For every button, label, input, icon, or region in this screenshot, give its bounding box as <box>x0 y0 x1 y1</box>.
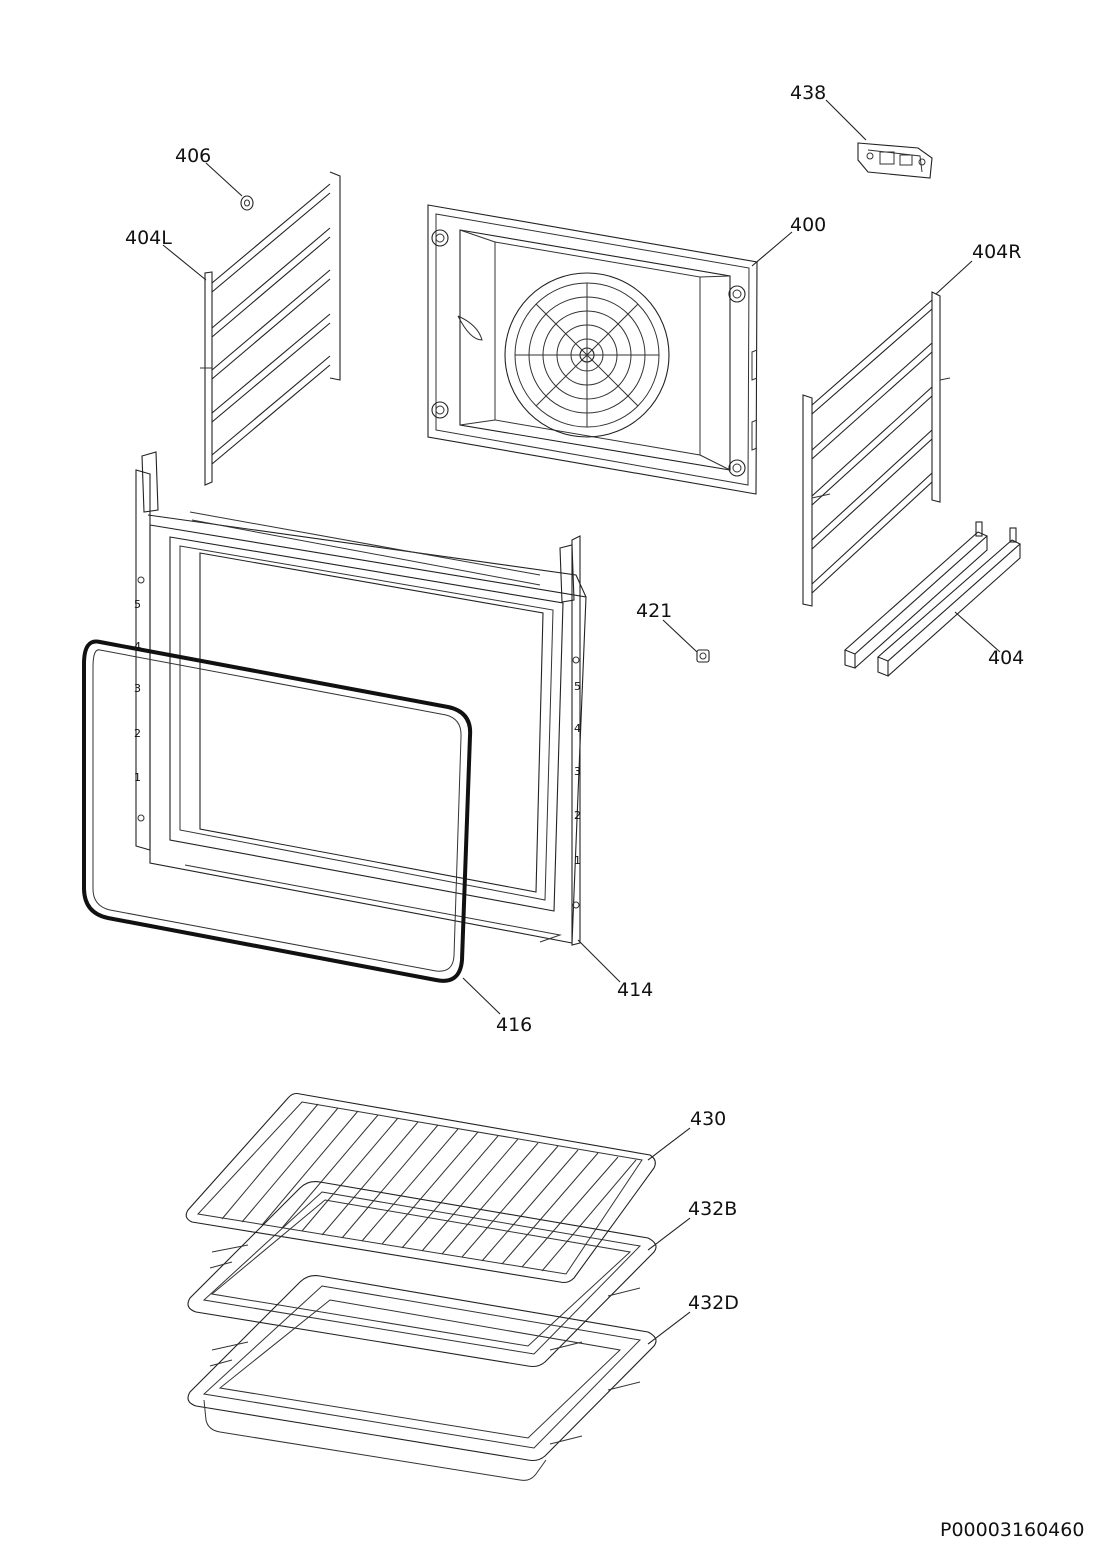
scale-left-4: 4 <box>134 640 141 653</box>
scale-left-1: 1 <box>134 771 141 784</box>
part-400-back-panel <box>427 204 758 495</box>
label-406: 406 <box>175 145 211 167</box>
shelf-bars <box>221 1103 637 1272</box>
leader-414 <box>577 939 621 983</box>
leader-404R <box>935 260 973 295</box>
part-430-wire-shelf <box>185 1092 656 1284</box>
label-414: 414 <box>617 979 653 1001</box>
part-404L-left-shelf-support <box>200 171 341 486</box>
part-421-screw <box>696 649 710 663</box>
label-416: 416 <box>496 1014 532 1036</box>
part-404-telescopic-rails <box>843 521 1021 677</box>
part-432B-baking-tray <box>187 1181 657 1368</box>
part-416-door-gasket <box>82 639 473 983</box>
label-430: 430 <box>690 1108 726 1130</box>
scale-right-1: 1 <box>574 854 581 867</box>
part-406-nut <box>240 195 254 211</box>
label-404: 404 <box>988 647 1024 669</box>
scale-left-5: 5 <box>134 598 141 611</box>
leader-430 <box>647 1127 691 1161</box>
part-432D-deep-tray <box>187 1275 657 1481</box>
label-432D: 432D <box>688 1292 739 1314</box>
scale-right-4: 4 <box>574 722 581 735</box>
part-414-cavity-frame <box>135 451 587 946</box>
scale-left-2: 2 <box>134 727 141 740</box>
label-404R: 404R <box>972 241 1021 263</box>
label-404L: 404L <box>125 227 172 249</box>
leader-404L <box>162 244 207 281</box>
leader-438 <box>825 99 867 141</box>
leader-421 <box>662 619 698 653</box>
scale-right-2: 2 <box>574 809 581 822</box>
scale-right-3: 3 <box>574 765 581 778</box>
scale-left-3: 3 <box>134 682 141 695</box>
label-400: 400 <box>790 214 826 236</box>
leader-432B <box>647 1217 691 1251</box>
leader-406 <box>205 162 243 197</box>
label-421: 421 <box>636 600 672 622</box>
part-404R-right-shelf-support <box>802 291 951 607</box>
leader-404 <box>954 611 1001 653</box>
leader-416 <box>462 977 501 1015</box>
document-id: P00003160460 <box>940 1519 1084 1541</box>
leader-432D <box>647 1311 691 1345</box>
label-438: 438 <box>790 82 826 104</box>
scale-right-5: 5 <box>574 680 581 693</box>
label-432B: 432B <box>688 1198 737 1220</box>
leader-400 <box>751 231 793 267</box>
part-438-bracket <box>857 142 933 179</box>
